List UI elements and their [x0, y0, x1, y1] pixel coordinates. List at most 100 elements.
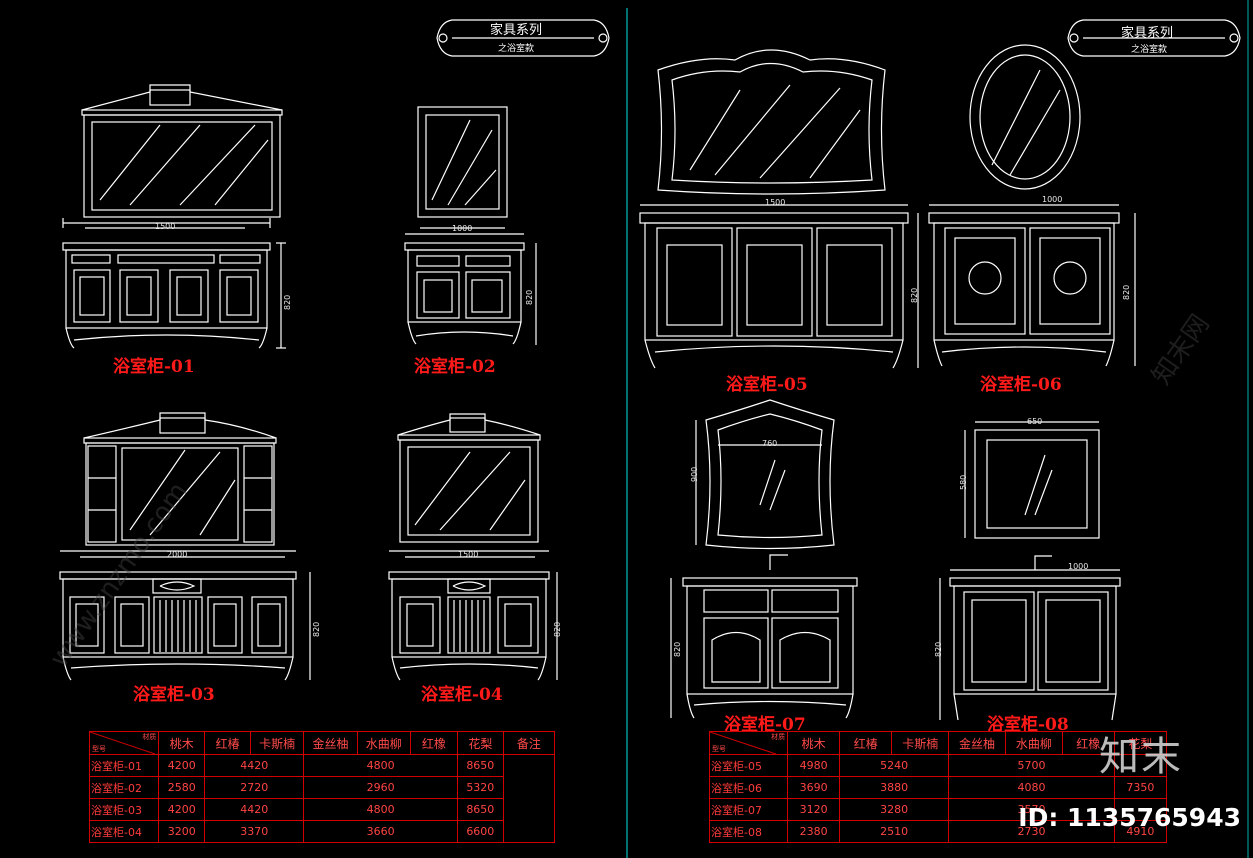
price-table-left: 材质 型号 桃木 红椿 卡斯楠 金丝柚 水曲柳 红橡 花梨 备注 浴室柜-01 …: [88, 731, 556, 843]
dim-width-05: 1500: [765, 198, 786, 207]
dim-height-04: 820: [553, 621, 562, 637]
dim-width-04: 1500: [458, 550, 479, 559]
left-header-title: 家具系列: [490, 23, 543, 38]
column-header: 桃木: [787, 731, 841, 755]
cabinet-07: [670, 554, 858, 719]
mirror-05: [657, 49, 886, 195]
column-header: 花梨: [456, 731, 504, 755]
price-cell: 4200: [158, 754, 206, 777]
column-header: 红椿: [204, 731, 252, 755]
row-name: 浴室柜-05: [708, 754, 789, 777]
table-row: 浴室柜-01 4200 4420 4800 8650: [88, 754, 556, 843]
table-row: 浴室柜-04 3200 3370 3660 6600: [88, 820, 555, 843]
dim-height-02: 820: [525, 289, 534, 305]
dim-height-07: 820: [673, 641, 682, 657]
diagonal-line: [710, 732, 776, 754]
column-header: 红椿: [839, 731, 893, 755]
right-header-title: 家具系列: [1121, 26, 1174, 41]
price-cell: 3660: [303, 820, 458, 843]
price-cell: 3370: [204, 820, 305, 843]
price-cell: 4200: [158, 798, 206, 821]
watermark-id: ID: 1135765943: [1018, 803, 1241, 832]
remarks-cell: [502, 754, 556, 843]
watermark-logo: 知末: [1099, 734, 1183, 780]
mirror-02: [417, 106, 508, 218]
price-cell: 4080: [948, 776, 1115, 799]
column-header: 红橡: [409, 731, 458, 755]
cabinet-03: [59, 550, 311, 681]
dim-mirror-width-07: 760: [762, 439, 778, 448]
dim-height-08: 820: [934, 641, 943, 657]
dim-width-06: 1000: [1042, 195, 1063, 204]
cabinet-01: [62, 218, 286, 349]
cabinet-04: [388, 550, 558, 681]
table-row: 浴室柜-08 2380 2510 2730 4910: [708, 820, 1168, 843]
header-plaque-right: [1067, 19, 1241, 57]
price-cell: 4420: [204, 798, 305, 821]
price-cell: 5320: [456, 776, 504, 799]
mirror-03: [83, 412, 277, 546]
mirror-06: [969, 44, 1081, 190]
column-header: 金丝柚: [948, 731, 1006, 755]
price-cell: 3200: [158, 820, 206, 843]
product-label-08: 浴室柜-08: [987, 715, 1069, 735]
price-table-right: 材质 型号 桃木 红椿 卡斯楠 金丝柚 水曲柳 红橡 花梨 浴室柜-05 498…: [708, 731, 1168, 843]
dim-height-01: 820: [283, 294, 292, 310]
cabinet-06: [928, 204, 1136, 367]
cabinet-05: [639, 204, 919, 369]
price-cell: 3570: [948, 798, 1115, 821]
header-plaque-left: [436, 19, 610, 57]
row-name: 浴室柜-07: [708, 798, 789, 821]
table-row: 浴室柜-05 4980 5240 5700: [708, 754, 1168, 777]
price-cell: 4420: [204, 754, 305, 777]
price-table-right-header: 材质 型号 桃木 红椿 卡斯楠 金丝柚 水曲柳 红橡 花梨: [708, 731, 1168, 755]
cabinet-02: [404, 227, 537, 345]
column-header: 水曲柳: [356, 731, 411, 755]
price-cell: 2720: [204, 776, 305, 799]
corner-bottom-label: 型号: [712, 745, 726, 753]
table-corner-cell: 材质 型号: [708, 731, 789, 755]
corner-top-label: 材质: [142, 733, 157, 741]
dim-height-06: 820: [1122, 284, 1131, 300]
table-corner-cell: 材质 型号: [88, 731, 160, 755]
row-name: 浴室柜-08: [708, 820, 789, 843]
price-cell: 5240: [839, 754, 950, 777]
price-cell: 3690: [787, 776, 841, 799]
dim-mirror-height-07: 900: [690, 466, 699, 482]
price-cell: 4800: [303, 754, 458, 777]
dim-width-08: 1000: [1068, 562, 1089, 571]
dim-width-02: 1000: [452, 224, 473, 233]
product-label-01: 浴室柜-01: [113, 357, 195, 377]
product-label-03: 浴室柜-03: [133, 685, 215, 705]
price-cell: 4980: [787, 754, 841, 777]
dim-mirror-height-08: 580: [959, 474, 968, 490]
diagonal-line: [90, 732, 155, 754]
price-cell: 4800: [303, 798, 458, 821]
cabinet-08: [939, 555, 1121, 721]
product-label-07: 浴室柜-07: [724, 715, 806, 735]
price-cell: 2960: [303, 776, 458, 799]
product-label-04: 浴室柜-04: [421, 685, 503, 705]
price-cell: 8650: [456, 798, 504, 821]
column-header: 卡斯楠: [891, 731, 950, 755]
mirror-04: [397, 413, 541, 543]
dim-height-05: 820: [910, 287, 919, 303]
price-cell: 7350: [1113, 776, 1168, 799]
dim-height-03: 820: [312, 621, 321, 637]
dim-mirror-width-08: 650: [1027, 417, 1043, 426]
price-cell: 5700: [948, 754, 1115, 777]
price-cell: 3280: [839, 798, 950, 821]
price-cell: 2380: [787, 820, 841, 843]
price-cell: 3120: [787, 798, 841, 821]
dim-width-03: 2000: [167, 550, 188, 559]
price-cell: 2580: [158, 776, 206, 799]
product-label-05: 浴室柜-05: [726, 375, 808, 395]
table-row: 浴室柜-02 2580 2720 2960 5320: [88, 776, 555, 799]
price-cell: 4910: [1113, 820, 1168, 843]
corner-bottom-label: 型号: [92, 745, 106, 753]
column-header: 卡斯楠: [250, 731, 305, 755]
right-header-subtitle: 之浴室款: [1131, 45, 1168, 55]
row-name: 浴室柜-01: [88, 754, 160, 777]
column-header: 金丝柚: [303, 731, 358, 755]
corner-top-label: 材质: [771, 733, 786, 741]
